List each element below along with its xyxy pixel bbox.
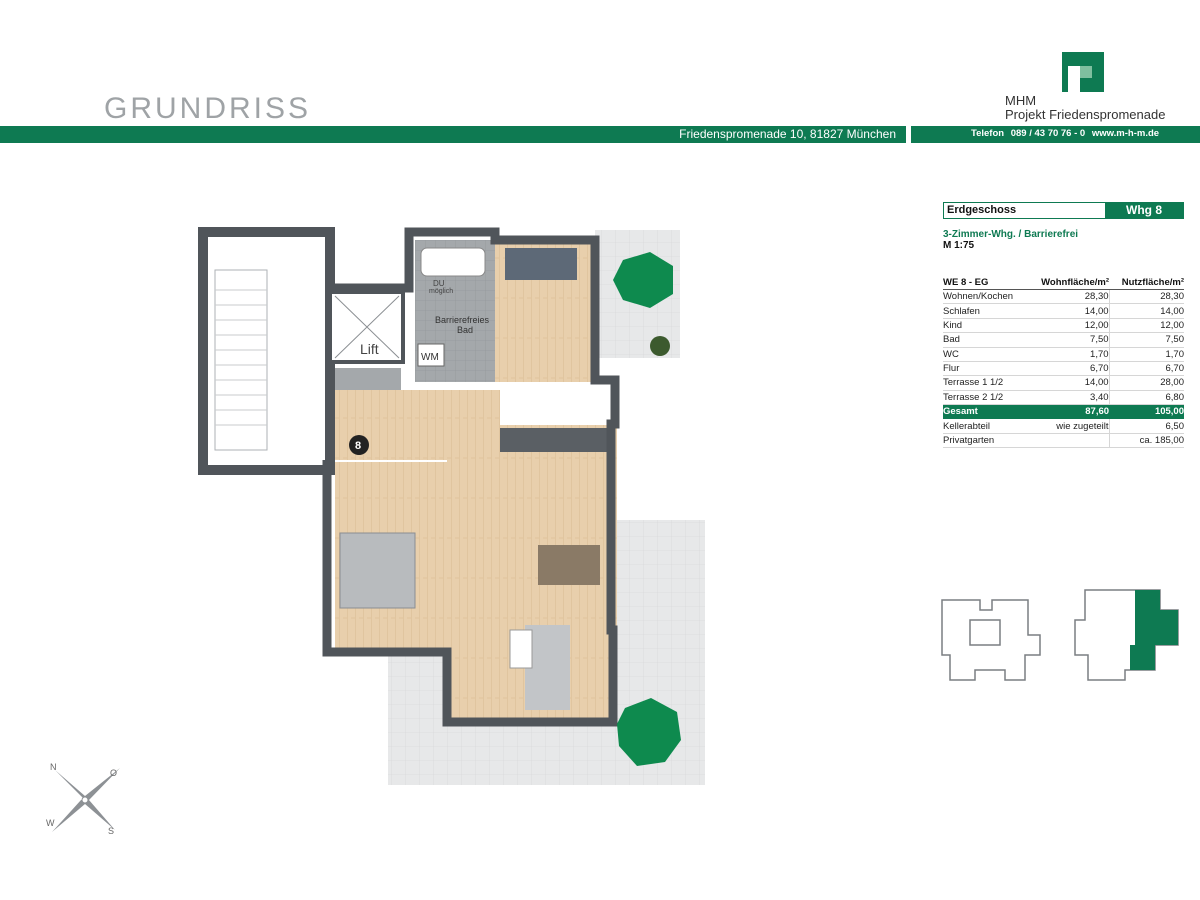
row-living: 7,50 xyxy=(1027,332,1110,348)
unit-type: 3-Zimmer-Whg. / Barrierefrei xyxy=(943,229,1079,240)
floor-plan: Lift DU möglich Barrierefreies Bad WM 8 xyxy=(198,227,705,785)
compass-s: S xyxy=(108,826,114,836)
floor-header: Erdgeschoss Whg 8 xyxy=(943,202,1184,219)
header-usable-area: Nutzfläche/m² xyxy=(1109,276,1184,290)
unit-marker-icon xyxy=(349,435,369,455)
row-label: Terrasse 2 1/2 xyxy=(943,390,1028,406)
bath-label-2: Bad xyxy=(457,325,473,335)
header-living-area: Wohnfläche/m² xyxy=(1027,276,1110,290)
company-line-1: MHM xyxy=(1005,93,1037,108)
row-living: 3,40 xyxy=(1027,390,1110,406)
row-usable: 6,80 xyxy=(1109,390,1184,406)
bathtub xyxy=(420,247,486,277)
address-bar: Friedenspromenade 10, 81827 München xyxy=(0,126,906,143)
compass-rose: N O W S xyxy=(46,762,120,836)
row-label: Bad xyxy=(943,332,1028,348)
row-usable: 28,00 xyxy=(1109,375,1184,391)
row-living: 1,70 xyxy=(1027,347,1110,362)
table-row: Privatgarten ca. 185,00 xyxy=(943,433,1184,449)
row-living: 28,30 xyxy=(1027,289,1110,305)
contact-bar: Telefon 089 / 43 70 76 - 0 www.m-h-m.de xyxy=(911,126,1200,143)
compass-w: W xyxy=(46,818,55,828)
area-table-header: WE 8 - EG Wohnfläche/m² Nutzfläche/m² xyxy=(943,276,1184,290)
row-usable: 14,00 xyxy=(1109,303,1184,319)
header-unit: WE 8 - EG xyxy=(943,276,1028,290)
key-plan xyxy=(941,589,1179,681)
row-living: 6,70 xyxy=(1027,361,1110,377)
phone-number: 089 / 43 70 76 - 0 xyxy=(1010,128,1086,139)
row-usable: 6,70 xyxy=(1109,361,1184,377)
row-living: wie zugeteilt xyxy=(1027,418,1110,434)
key-plan-building-right xyxy=(1074,589,1179,681)
washer-label: WM xyxy=(421,352,439,363)
total-living: 87,60 xyxy=(1027,404,1110,420)
phone-label: Telefon xyxy=(971,128,1005,139)
table-row: Kellerabteil wie zugeteilt 6,50 xyxy=(943,418,1184,434)
table-row: Terrasse 2 1/2 3,40 6,80 xyxy=(943,390,1184,406)
exterior-walls xyxy=(322,227,620,727)
plant-icon xyxy=(650,336,670,356)
area-table: WE 8 - EG Wohnfläche/m² Nutzfläche/m² Wo… xyxy=(943,276,1184,449)
row-label: Terrasse 1 1/2 xyxy=(943,375,1028,391)
stairs-steps xyxy=(215,289,267,426)
info-panel: Erdgeschoss Whg 8 3-Zimmer-Whg. / Barrie… xyxy=(943,202,1184,449)
row-label: Kellerabteil xyxy=(943,418,1028,434)
row-label: Wohnen/Kochen xyxy=(943,289,1028,305)
key-plan-highlight xyxy=(1130,590,1178,670)
row-living: 12,00 xyxy=(1027,318,1110,334)
row-living: 14,00 xyxy=(1027,303,1110,319)
bath-label-1: Barrierefreies xyxy=(435,315,490,325)
double-bed xyxy=(339,532,416,609)
row-label: Flur xyxy=(943,361,1028,377)
project-address: Friedenspromenade 10, 81827 München xyxy=(679,127,896,141)
coffee-table xyxy=(509,629,533,669)
table-row: Kind 12,00 12,00 xyxy=(943,318,1184,334)
umbrella-lower-icon xyxy=(617,698,681,766)
table-row: Terrasse 1 1/2 14,00 28,00 xyxy=(943,375,1184,391)
row-living xyxy=(1027,433,1110,449)
row-usable: 7,50 xyxy=(1109,332,1184,348)
table-row: WC 1,70 1,70 xyxy=(943,347,1184,362)
page-title: GRUNDRISS xyxy=(104,92,312,125)
shower-label-1: DU xyxy=(433,279,445,288)
total-usable: 105,00 xyxy=(1109,404,1184,420)
unit-marker-label: 8 xyxy=(355,440,361,452)
kitchen-counter xyxy=(500,428,610,452)
table-row: Wohnen/Kochen 28,30 28,30 xyxy=(943,289,1184,305)
row-label: WC xyxy=(943,347,1028,362)
stairs xyxy=(214,269,268,451)
contact-info: Telefon 089 / 43 70 76 - 0 www.m-h-m.de xyxy=(971,128,1163,139)
compass-o: O xyxy=(110,768,117,778)
table-row: Flur 6,70 6,70 xyxy=(943,361,1184,377)
company-line-2: Projekt Friedenspromenade xyxy=(1005,107,1166,122)
shower-label-2: möglich xyxy=(429,288,453,295)
row-label: Schlafen xyxy=(943,303,1028,319)
child-bed xyxy=(505,248,577,280)
compass-n: N xyxy=(50,762,57,772)
washer xyxy=(417,343,445,367)
row-usable: ca. 185,00 xyxy=(1109,433,1184,449)
plan-scale: M 1:75 xyxy=(943,240,975,251)
row-living: 14,00 xyxy=(1027,375,1110,391)
total-label: Gesamt xyxy=(943,404,1028,420)
company-logo-icon xyxy=(1062,52,1104,92)
table-row: Bad 7,50 7,50 xyxy=(943,332,1184,348)
row-label: Privatgarten xyxy=(943,433,1028,449)
table-row: Schlafen 14,00 14,00 xyxy=(943,303,1184,319)
lift-label: Lift xyxy=(360,341,379,357)
lift-cross xyxy=(334,295,400,359)
unit-id: Whg 8 xyxy=(1105,203,1183,218)
row-usable: 6,50 xyxy=(1109,418,1184,434)
row-usable: 28,30 xyxy=(1109,289,1184,305)
key-plan-building-left xyxy=(941,599,1041,681)
total-row: Gesamt 87,60 105,00 xyxy=(943,404,1184,420)
website-link[interactable]: www.m-h-m.de xyxy=(1091,128,1160,139)
dining-table xyxy=(538,545,600,585)
umbrella-upper-icon xyxy=(613,252,673,308)
row-usable: 12,00 xyxy=(1109,318,1184,334)
floor-name: Erdgeschoss xyxy=(947,204,1017,216)
row-label: Kind xyxy=(943,318,1028,334)
company-name: MHM Projekt Friedenspromenade xyxy=(1005,94,1165,122)
row-usable: 1,70 xyxy=(1109,347,1184,362)
